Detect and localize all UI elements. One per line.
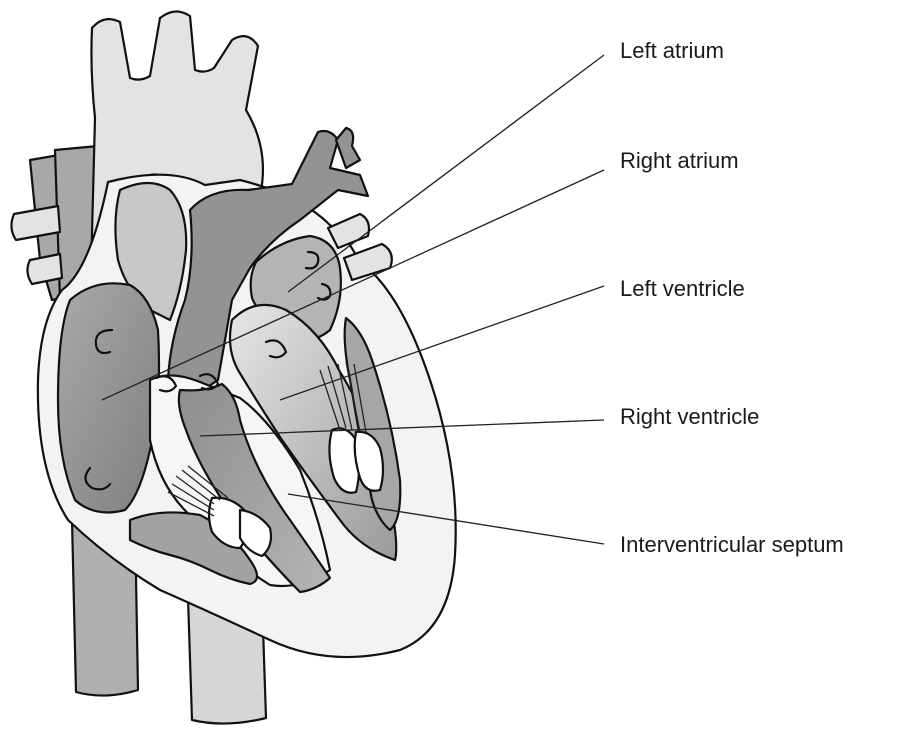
label-left-atrium: Left atrium bbox=[620, 38, 724, 63]
label-right-ventricle: Right ventricle bbox=[620, 404, 759, 429]
label-left-ventricle: Left ventricle bbox=[620, 276, 745, 301]
label-interventricular-septum: Interventricular septum bbox=[620, 532, 844, 557]
pulmonary-branch bbox=[336, 128, 360, 168]
label-right-atrium: Right atrium bbox=[620, 148, 739, 173]
